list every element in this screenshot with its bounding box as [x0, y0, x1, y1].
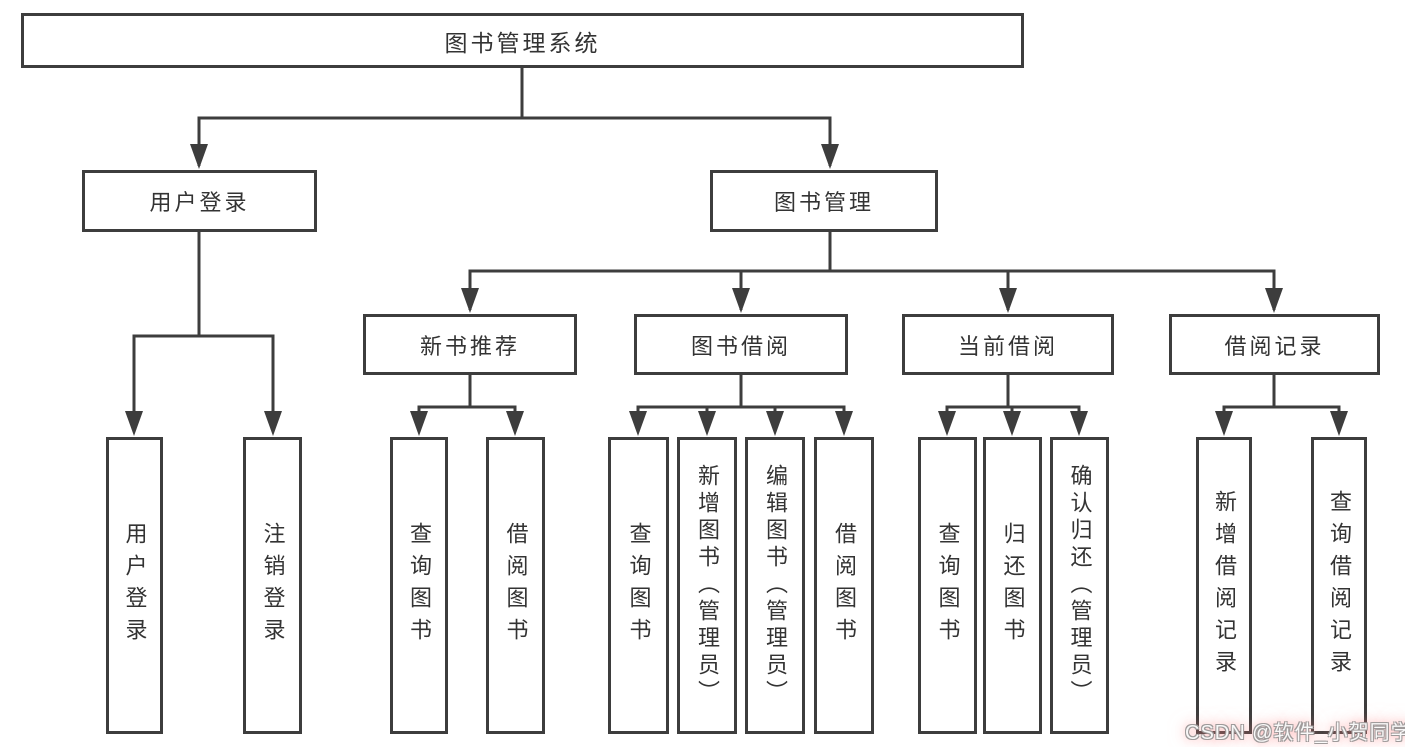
connector-lines — [132, 68, 1341, 432]
arrowhead — [821, 144, 839, 169]
node-bb-edit-book-admin: 编辑图书（管理员） — [745, 437, 805, 734]
node-cb-confirm-return-admin: 确认归还（管理员） — [1050, 437, 1109, 734]
arrowhead — [766, 411, 784, 436]
arrowhead — [1265, 288, 1283, 313]
arrowhead — [999, 288, 1017, 313]
csdn-watermark: CSDN @软件_小贺同学 — [1185, 722, 1405, 744]
arrowhead — [461, 288, 479, 313]
connector-book-management-children — [468, 232, 1276, 310]
node-bb-borrow-book: 借阅图书 — [814, 437, 874, 734]
arrowhead — [629, 411, 647, 436]
arrowhead — [698, 411, 716, 436]
node-cb-query-book: 查询图书 — [918, 437, 977, 734]
node-bb-query-book: 查询图书 — [608, 437, 669, 734]
arrowhead — [1215, 411, 1233, 436]
node-login-action: 用户登录 — [106, 437, 163, 734]
arrowhead — [732, 288, 750, 313]
node-logout-action: 注销登录 — [243, 437, 302, 734]
connector-new-book-recommend-children — [417, 375, 517, 432]
node-br-add-record: 新增借阅记录 — [1196, 437, 1252, 734]
connector-borrow-record-children — [1222, 375, 1341, 432]
arrowhead — [125, 411, 143, 436]
node-book-borrow: 图书借阅 — [634, 314, 848, 375]
node-current-borrow: 当前借阅 — [902, 314, 1114, 375]
node-br-query-record: 查询借阅记录 — [1311, 437, 1367, 734]
arrowhead — [1003, 411, 1021, 436]
node-nb-query-book: 查询图书 — [390, 437, 448, 734]
arrowhead — [938, 411, 956, 436]
node-user-login: 用户登录 — [82, 170, 317, 232]
connector-book-borrow-children — [636, 375, 846, 432]
connector-user-login-children — [132, 232, 275, 432]
arrowheads — [125, 144, 1348, 436]
arrowhead — [1070, 411, 1088, 436]
connector-root-to-level2 — [197, 68, 832, 166]
node-cb-return-book: 归还图书 — [983, 437, 1042, 734]
arrowhead — [1330, 411, 1348, 436]
arrowhead — [835, 411, 853, 436]
node-nb-borrow-book: 借阅图书 — [486, 437, 545, 734]
arrowhead — [190, 144, 208, 169]
node-book-management: 图书管理 — [710, 170, 938, 232]
arrowhead — [264, 411, 282, 436]
node-bb-add-book-admin: 新增图书（管理员） — [677, 437, 737, 734]
arrowhead — [506, 411, 524, 436]
node-borrow-record: 借阅记录 — [1169, 314, 1380, 375]
arrowhead — [410, 411, 428, 436]
node-library-management-system: 图书管理系统 — [21, 13, 1024, 68]
node-new-book-recommend: 新书推荐 — [363, 314, 577, 375]
